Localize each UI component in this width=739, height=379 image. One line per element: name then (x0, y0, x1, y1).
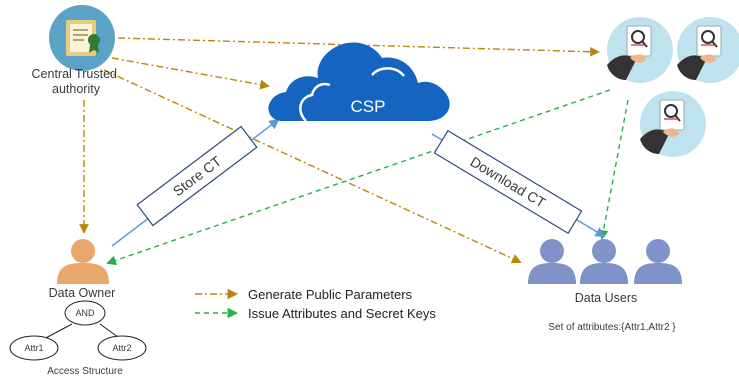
download-ct-label: Download CT (433, 129, 583, 235)
and-gate-node (64, 300, 106, 326)
users-group (528, 239, 682, 284)
attr2-label: Attr2 (112, 343, 131, 353)
inspector-icon (640, 91, 706, 157)
person-icon (528, 239, 576, 284)
person-icon (580, 239, 628, 284)
access-structure-tree (9, 300, 147, 361)
person-icon (634, 239, 682, 284)
legend-generate-label: Generate Public Parameters (248, 287, 413, 302)
attribute-set-label: Set of attributes:{Attr1,Attr2 } (548, 322, 676, 333)
authority-label: Central Trusted authority (32, 67, 121, 96)
access-structure-label: Access Structure (47, 366, 123, 377)
store-ct-label: Store CT (136, 125, 258, 227)
arrow-authority-to-csp (111, 57, 270, 90)
issue-attrs-arrows (106, 89, 629, 266)
users-label: Data Users (575, 291, 638, 305)
arrow-authority-to-users (103, 69, 522, 264)
person-icon (57, 239, 109, 284)
inspector-icon (677, 17, 739, 83)
csp-label: CSP (351, 97, 386, 116)
certificate-icon (49, 5, 115, 71)
attr1-label: Attr1 (24, 343, 43, 353)
and-gate-label: AND (75, 308, 95, 318)
inspector-icon (607, 17, 673, 83)
arrow-inspectors-to-users (598, 99, 629, 240)
download-ct-text: Download CT (468, 153, 549, 211)
arrow-inspectors-to-owner (106, 89, 611, 266)
attr1-node (9, 335, 59, 361)
legend-issue-label: Issue Attributes and Secret Keys (248, 306, 436, 321)
owner-label: Data Owner (49, 286, 116, 300)
attr2-node (97, 335, 147, 361)
inspector-group (607, 17, 739, 157)
cloud-icon (268, 42, 450, 122)
legend: Generate Public Parameters Issue Attribu… (195, 287, 436, 321)
